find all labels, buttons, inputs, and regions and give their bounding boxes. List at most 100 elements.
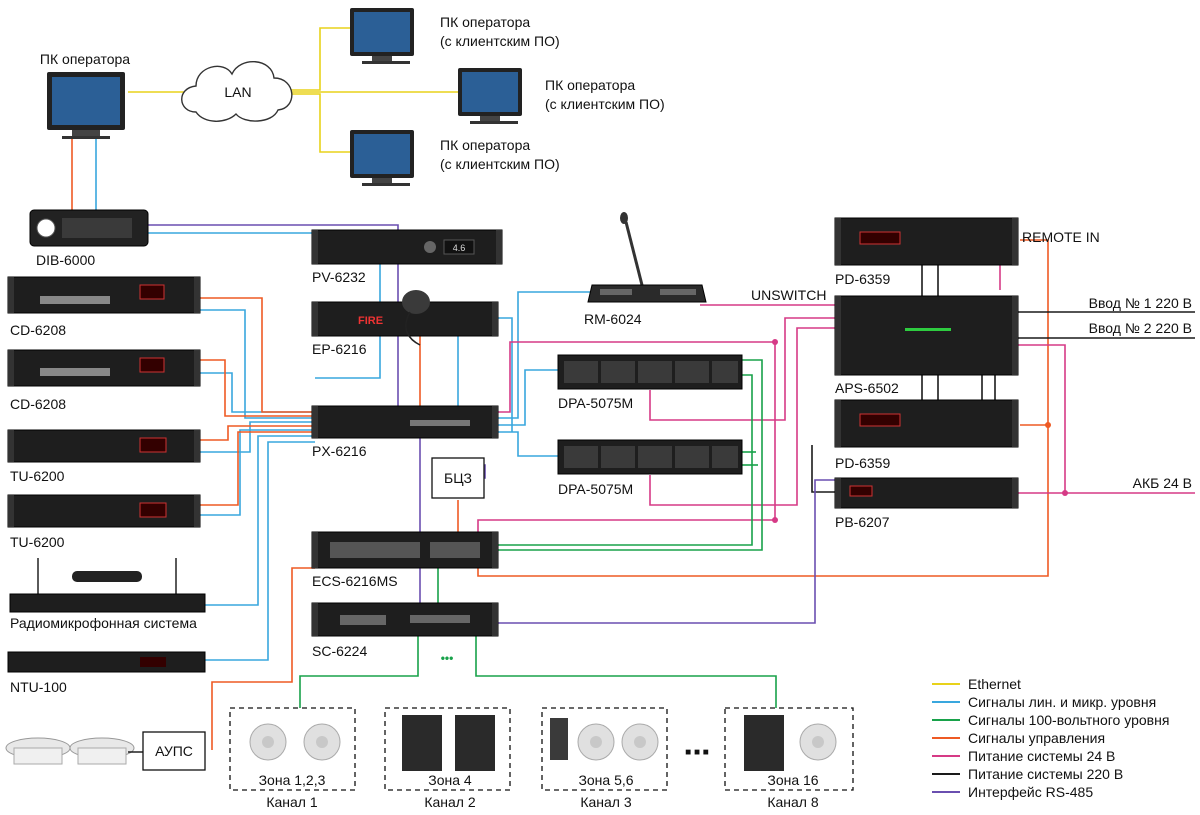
legend-label: Сигналы 100-вольтного уровня bbox=[968, 712, 1169, 728]
device-ep-6216[interactable]: FIRE EP-6216 bbox=[311, 290, 499, 357]
wire-100v bbox=[475, 636, 777, 708]
rack-ear bbox=[194, 495, 200, 527]
device-label: TU-6200 bbox=[10, 468, 65, 484]
device-body bbox=[9, 593, 206, 613]
device-aps-6502[interactable]: APS-6502 bbox=[834, 295, 1019, 396]
zone-name: Зона 16 bbox=[767, 772, 818, 788]
device-label: CD-6208 bbox=[10, 396, 66, 412]
device-pb-6207[interactable]: PB-6207 bbox=[834, 477, 1019, 530]
wire-control bbox=[477, 239, 1049, 577]
keyboard-icon bbox=[362, 183, 410, 186]
device-tu-6200-1[interactable]: TU-6200 bbox=[7, 429, 201, 484]
wire-ethernet bbox=[290, 27, 350, 91]
device-label: SC-6224 bbox=[312, 643, 367, 659]
device-rm-6024[interactable]: RM-6024 bbox=[584, 212, 707, 327]
wire-control bbox=[200, 431, 315, 506]
monitor-stand bbox=[72, 130, 100, 136]
device-cd-6208-1[interactable]: CD-6208 bbox=[7, 276, 201, 338]
zone-frame bbox=[229, 707, 356, 791]
wires bbox=[71, 27, 1195, 750]
operator-pc-2[interactable]: ПК оператора (с клиентским ПО) bbox=[458, 68, 665, 124]
smoke-detector-2 bbox=[69, 737, 135, 765]
device-body bbox=[311, 602, 499, 637]
device-label: ECS-6216MS bbox=[312, 573, 398, 589]
device-dpa-5075m-1[interactable]: DPA-5075M bbox=[557, 354, 743, 411]
device-px-6216[interactable]: PX-6216 bbox=[311, 405, 499, 459]
device-ecs-6216ms[interactable]: ECS-6216MS bbox=[311, 531, 499, 589]
device-bcz[interactable]: БЦЗ bbox=[431, 457, 485, 499]
rack-ear bbox=[312, 603, 318, 636]
fire-microphone-icon bbox=[402, 290, 430, 314]
zone-name: Зона 5,6 bbox=[578, 772, 633, 788]
monitor-screen bbox=[354, 134, 410, 174]
loudspeaker-icon bbox=[402, 715, 442, 771]
device-pd-6359-1[interactable]: PD-6359 bbox=[834, 217, 1019, 287]
pc-sublabel: (с клиентским ПО) bbox=[440, 156, 560, 172]
monitor-screen bbox=[354, 12, 410, 52]
rack-ear bbox=[835, 296, 841, 375]
rack-ear bbox=[312, 302, 318, 336]
display-icon bbox=[139, 357, 165, 373]
speaker-center bbox=[262, 736, 274, 748]
column-speaker-icon bbox=[550, 718, 568, 760]
rack-ear bbox=[312, 532, 318, 568]
junction-dot bbox=[1045, 422, 1051, 428]
wire-rs485 bbox=[498, 479, 837, 624]
wire-line-level bbox=[498, 291, 590, 419]
device-panel bbox=[340, 615, 386, 625]
button-row bbox=[40, 368, 110, 376]
wire-100v bbox=[299, 636, 419, 708]
rack-ear bbox=[194, 350, 200, 386]
device-aups[interactable]: АУПС bbox=[142, 731, 206, 771]
connector-icon bbox=[36, 218, 56, 238]
monitor-stand bbox=[372, 56, 392, 61]
device-tu-6200-2[interactable]: TU-6200 bbox=[7, 494, 201, 550]
speaker-center bbox=[590, 736, 602, 748]
zone-4: Зона 4 Канал 2 bbox=[384, 707, 511, 810]
device-label: АУПС bbox=[155, 743, 193, 759]
device-dib-6000[interactable]: DIB-6000 bbox=[29, 209, 149, 268]
display-icon bbox=[139, 284, 165, 300]
display-icon bbox=[849, 485, 873, 497]
button-row bbox=[430, 542, 480, 558]
wire-100v bbox=[498, 374, 753, 546]
wire-line-level bbox=[498, 369, 558, 426]
button-row bbox=[600, 289, 632, 295]
device-label: PV-6232 bbox=[312, 269, 366, 285]
rack-ear bbox=[194, 430, 200, 462]
wire-100v bbox=[498, 359, 763, 551]
status-leds bbox=[905, 328, 951, 331]
device-sc-6224[interactable]: SC-6224 bbox=[311, 602, 499, 659]
rack-ear bbox=[1012, 400, 1018, 447]
mic-cable bbox=[405, 311, 421, 346]
display-icon bbox=[859, 413, 901, 427]
operator-pc-1[interactable]: ПК оператора (с клиентским ПО) bbox=[350, 8, 560, 64]
operator-pc-3[interactable]: ПК оператора (с клиентским ПО) bbox=[350, 130, 560, 186]
legend-label: Ethernet bbox=[968, 676, 1021, 692]
device-pd-6359-2[interactable]: PD-6359 bbox=[834, 399, 1019, 471]
remote-in-label: REMOTE IN bbox=[1022, 229, 1100, 245]
zone-frame bbox=[384, 707, 511, 791]
device-pv-6232[interactable]: 4.6 PV-6232 bbox=[311, 229, 503, 285]
device-radio-mic-system[interactable]: Радиомикрофонная система bbox=[9, 558, 206, 631]
device-dpa-5075m-2[interactable]: DPA-5075M bbox=[557, 439, 743, 497]
legend-label: Питание системы 24 В bbox=[968, 748, 1115, 764]
wire-line-level bbox=[200, 309, 315, 419]
device-label: PX-6216 bbox=[312, 443, 367, 459]
wire-control bbox=[200, 425, 315, 441]
unswitch-label: UNSWITCH bbox=[751, 287, 826, 303]
smoke-detector-1 bbox=[5, 737, 71, 765]
device-body bbox=[142, 731, 206, 771]
pc-label: ПК оператора bbox=[545, 77, 635, 93]
device-ntu-100[interactable]: NTU-100 bbox=[7, 651, 206, 695]
zone-16: Зона 16 Канал 8 bbox=[724, 707, 854, 810]
device-body bbox=[7, 651, 206, 673]
operator-pc-main[interactable]: ПК оператора bbox=[40, 51, 130, 139]
wire-line-level bbox=[205, 435, 315, 606]
device-label: NTU-100 bbox=[10, 679, 67, 695]
device-body bbox=[311, 405, 499, 439]
device-cd-6208-2[interactable]: CD-6208 bbox=[7, 349, 201, 412]
monitor-stand bbox=[480, 116, 500, 121]
keyboard-icon bbox=[362, 61, 410, 64]
